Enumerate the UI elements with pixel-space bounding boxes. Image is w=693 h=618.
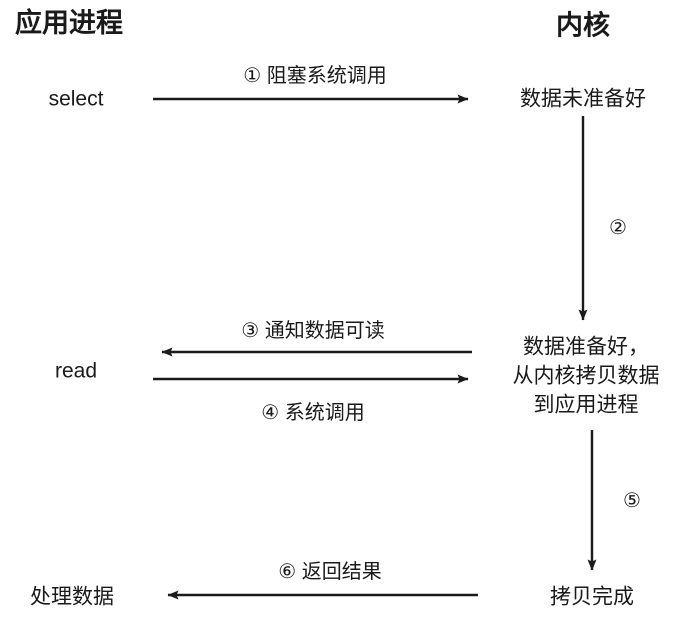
edge-label-step-1: ① 阻塞系统调用 (243, 65, 387, 87)
edge-label-step-4: ④ 系统调用 (261, 402, 365, 424)
column-header-application-process: 应用进程 (15, 8, 123, 38)
edge-label-step-3: ③ 通知数据可读 (241, 320, 385, 342)
node-kernel-data-not-ready: 数据未准备好 (520, 87, 646, 111)
node-kernel-copy-complete: 拷贝完成 (550, 585, 634, 609)
edge-label-step-2: ② (609, 217, 627, 239)
node-kernel-data-ready-line-1: 数据准备好， (523, 335, 649, 359)
node-app-read: read (54, 359, 98, 383)
node-kernel-data-ready-line-2: 从内核拷贝数据 (512, 364, 660, 388)
column-header-kernel: 内核 (556, 10, 610, 41)
edge-label-step-5: ⑤ (623, 490, 641, 512)
node-kernel-data-ready-line-3: 到应用进程 (533, 393, 639, 417)
edge-label-step-6: ⑥ 返回结果 (278, 561, 382, 583)
node-app-select: select (48, 87, 104, 111)
node-app-process-data: 处理数据 (30, 585, 114, 609)
node-kernel-data-ready-copying: 数据准备好， 从内核拷贝数据 到应用进程 (486, 334, 686, 421)
